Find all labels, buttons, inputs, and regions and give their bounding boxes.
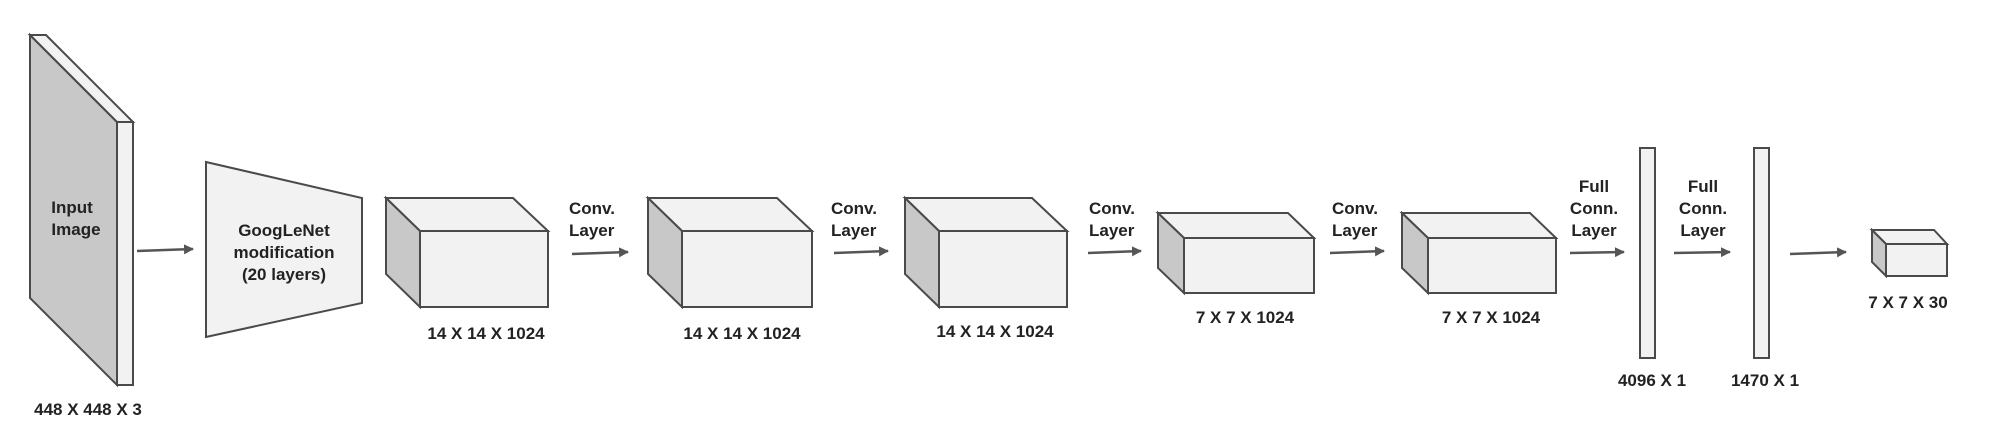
- feature-map-block-5: [1399, 210, 1559, 296]
- output-dims: 7 X 7 X 30: [1868, 293, 1947, 312]
- block-2-dims: 14 X 14 X 1024: [683, 324, 801, 343]
- arrow-conv-3: [1087, 246, 1142, 257]
- block-1-front-face: [419, 230, 549, 308]
- fc-vector-1470-dims: 1470 X 1: [1731, 371, 1799, 390]
- fc-label-2-line1: Full: [1688, 177, 1718, 196]
- conv-label-3-line1: Conv.: [1089, 199, 1135, 218]
- arrow-fc-1: [1569, 247, 1625, 258]
- arrow-input-to-googlenet: [136, 244, 194, 255]
- block-4-dims: 7 X 7 X 1024: [1196, 308, 1295, 327]
- input-image-label-line1: Input: [51, 198, 93, 217]
- feature-map-block-1: [383, 195, 551, 310]
- googlenet-label-line3: (20 layers): [242, 265, 326, 284]
- googlenet-block: [205, 160, 363, 339]
- block-5-front-face: [1427, 237, 1557, 294]
- arrow-conv-2: [833, 246, 889, 257]
- input-dims-label: 448 X 448 X 3: [34, 400, 142, 419]
- block-4-front-face: [1183, 237, 1315, 294]
- feature-map-block-2: [645, 195, 815, 310]
- conv-label-1-line1: Conv.: [569, 199, 615, 218]
- block-5-dims: 7 X 7 X 1024: [1442, 308, 1541, 327]
- arrow-conv-4: [1329, 246, 1385, 257]
- fc-label-2-line2: Conn.: [1679, 199, 1727, 218]
- conv-label-1-line2: Layer: [569, 221, 615, 240]
- input-image-slab: Input Image: [27, 32, 136, 388]
- block-3-front-face: [938, 230, 1068, 308]
- feature-map-block-4: [1155, 210, 1317, 296]
- googlenet-label-line2: modification: [233, 243, 334, 262]
- arrow-to-output: [1789, 247, 1847, 258]
- feature-map-block-3: [902, 195, 1070, 310]
- block-1-dims: 14 X 14 X 1024: [427, 324, 545, 343]
- block-3-dims: 14 X 14 X 1024: [936, 322, 1054, 341]
- conv-label-4-line1: Conv.: [1332, 199, 1378, 218]
- conv-label-4-line2: Layer: [1332, 221, 1378, 240]
- fc-vector-4096: [1639, 147, 1656, 359]
- output-front-face: [1885, 243, 1948, 277]
- conv-label-2-line2: Layer: [831, 221, 877, 240]
- conv-label-3-line2: Layer: [1089, 221, 1135, 240]
- fc-vector-1470: [1753, 147, 1770, 359]
- arrow-fc-2: [1673, 247, 1731, 258]
- output-tensor-block: [1869, 227, 1950, 279]
- fc-label-1-line1: Full: [1579, 177, 1609, 196]
- conv-label-2-line1: Conv.: [831, 199, 877, 218]
- arrow-conv-1: [571, 247, 629, 258]
- googlenet-label-line1: GoogLeNet: [238, 221, 330, 240]
- fc-label-2-line3: Layer: [1680, 221, 1726, 240]
- fc-label-1-line3: Layer: [1571, 221, 1617, 240]
- block-2-front-face: [681, 230, 813, 308]
- input-image-thickness: [116, 121, 134, 386]
- fc-label-1-line2: Conn.: [1570, 199, 1618, 218]
- input-image-label-line2: Image: [51, 220, 100, 239]
- fc-vector-4096-dims: 4096 X 1: [1618, 371, 1686, 390]
